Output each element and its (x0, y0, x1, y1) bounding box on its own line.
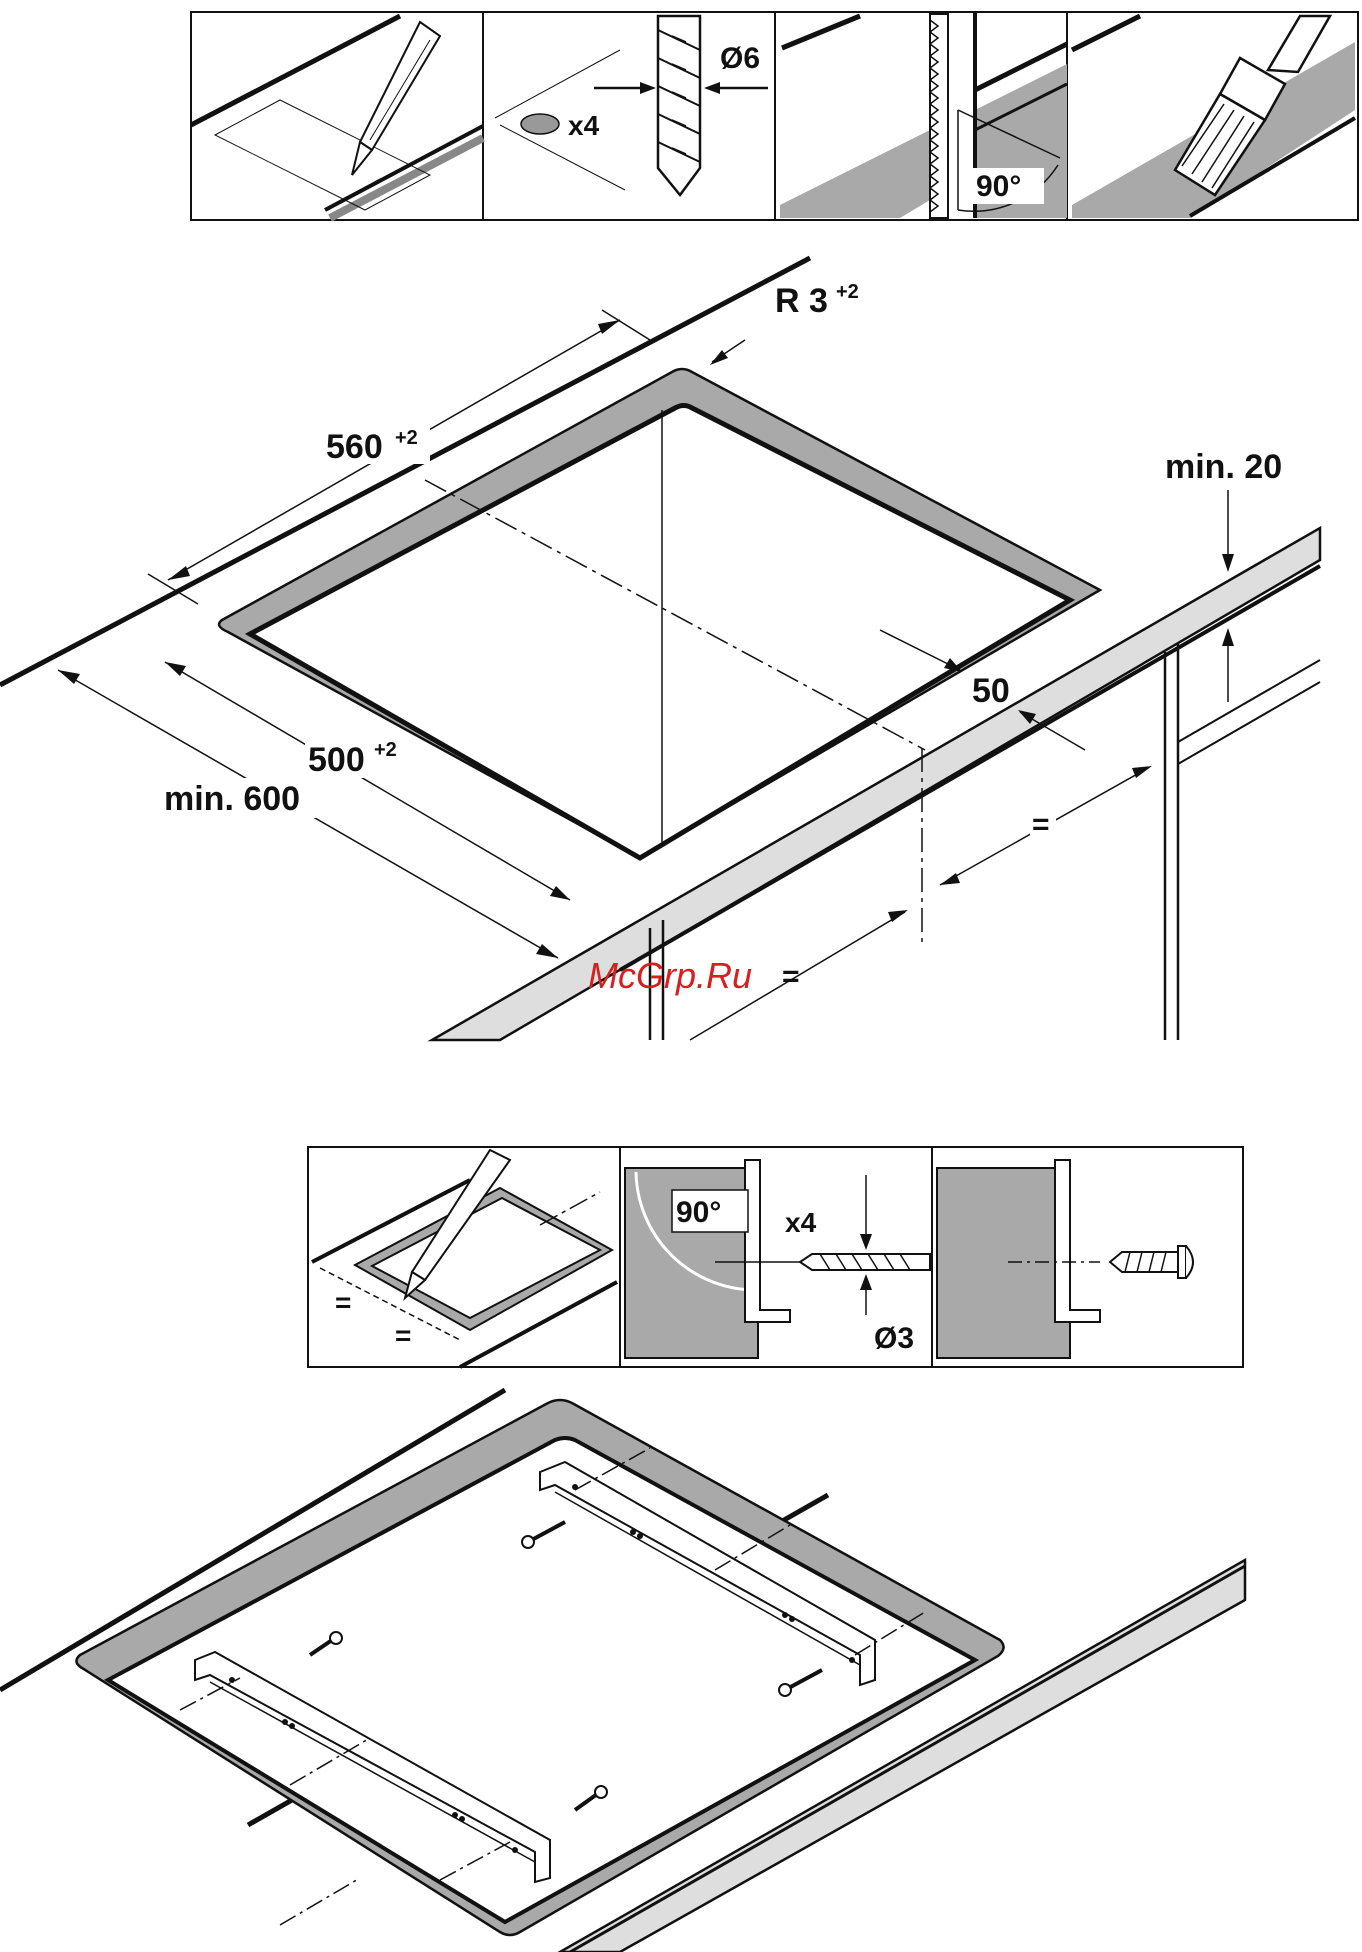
bracket-angle-label: 90° (676, 1196, 721, 1229)
cutout-dimensions-diagram: 560 +2 R 3 +2 500 +2 min. 600 (0, 258, 1320, 1040)
corner-radius-label: R 3 (775, 282, 828, 320)
equal-spacing-right-label: = (1032, 808, 1050, 841)
holes-count-label: x4 (568, 110, 600, 141)
radius-dimension: R 3 +2 (710, 281, 859, 365)
corner-radius-sup-label: +2 (836, 281, 859, 303)
jigsaw-blade-icon (930, 14, 948, 218)
equal-spacing-dimension: = = (690, 766, 1152, 1040)
cutout-depth-sup-label: +2 (374, 739, 397, 761)
watermark: McGrp.Ru (588, 955, 752, 996)
drill-bit-icon (800, 1254, 930, 1270)
top-step-strip: x4 Ø6 (191, 12, 1358, 220)
hole-icon (521, 114, 559, 134)
cutout-width-label: 560 (326, 428, 383, 466)
saw-angle-label: 90° (976, 170, 1021, 203)
cutout-depth-label: 500 (308, 741, 365, 779)
pilot-drill-diameter-label: Ø3 (874, 1322, 914, 1355)
bracket-installation-diagram (0, 1390, 1245, 1952)
equal-spacing-left-label: = (782, 960, 800, 993)
min-depth-label: min. 600 (164, 780, 300, 818)
mark-equal-right-label: = (395, 1320, 411, 1351)
worktop-min-label: min. 20 (1165, 448, 1282, 486)
cutout-width-sup-label: +2 (395, 427, 418, 449)
drill-diameter-label: Ø6 (720, 42, 760, 75)
bottom-step-strip: = = 90° x4 Ø3 (308, 1147, 1243, 1367)
mark-equal-left-label: = (335, 1287, 351, 1318)
drill-bit-icon (658, 16, 700, 195)
rear-distance-label: 50 (972, 672, 1010, 710)
pilot-holes-count-label: x4 (785, 1207, 817, 1238)
